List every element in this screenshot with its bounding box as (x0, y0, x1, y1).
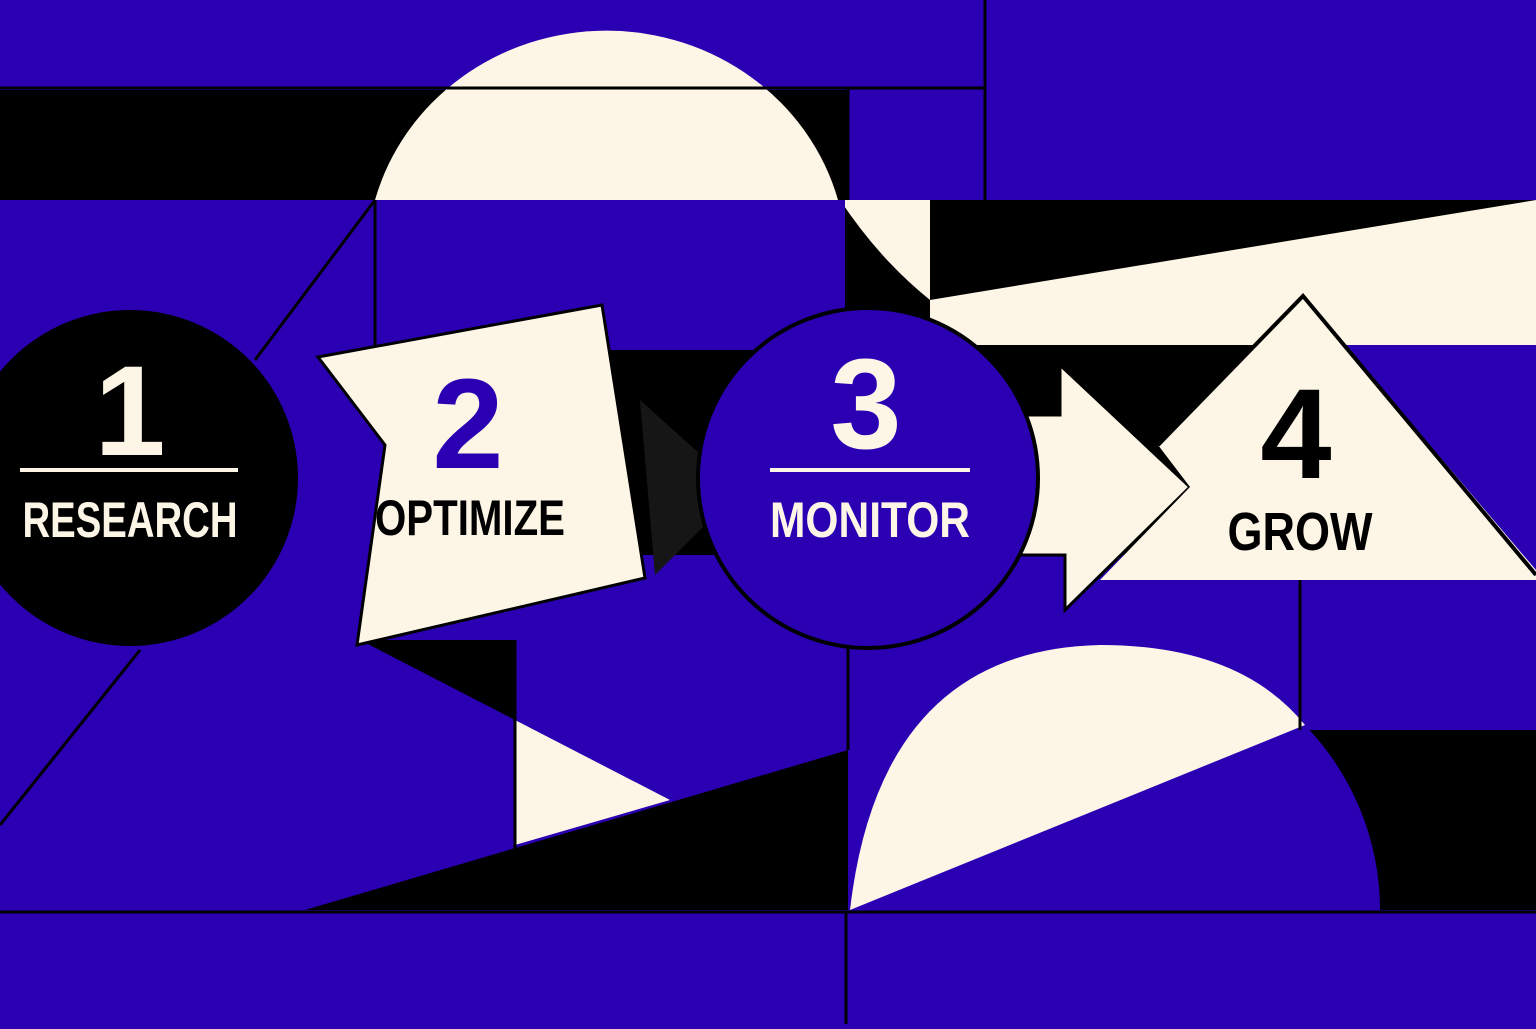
step-2: 2 OPTIMIZE (315, 303, 647, 647)
step-1-label: RESEARCH (23, 492, 238, 548)
step-2-number: 2 (432, 353, 503, 496)
step-3-number: 3 (830, 333, 901, 476)
step-3-circle (696, 306, 1040, 650)
step-4: 4 GROW (1100, 293, 1536, 580)
step-1: 1 RESEARCH (0, 310, 298, 646)
step-3-label: MONITOR (770, 492, 970, 548)
step-4-triangle-edge (1156, 293, 1536, 577)
bg-lower-right-blue-2 (1300, 580, 1536, 730)
step-4-label: GROW (1228, 502, 1373, 562)
bg-lower-black-wedge (360, 640, 515, 720)
step-1-number: 1 (94, 340, 165, 483)
bg-upper-dome (375, 30, 838, 201)
step-3: 3 MONITOR (696, 306, 1040, 650)
bg-upper-blue-panel (375, 200, 845, 350)
step-1-circle (0, 310, 298, 646)
step-1-divider (20, 468, 238, 472)
bg-right-light-stripe (930, 200, 1536, 345)
bg-lower-black-slope (305, 750, 848, 910)
bg-lower-blue-panel (0, 640, 515, 910)
step-2-label: OPTIMIZE (375, 490, 565, 546)
step-4-triangle-fill (1100, 296, 1536, 580)
arrow-2-to-3 (640, 400, 740, 575)
bg-bottom-band (0, 910, 1536, 1024)
step-3-divider (770, 468, 970, 472)
bg-dome-curve (840, 200, 930, 300)
arrow-3-to-4 (1018, 361, 1193, 614)
bg-lower-dome-light (850, 645, 1305, 910)
bg-lower-light-triangle (515, 720, 670, 845)
step-2-tag (315, 303, 647, 647)
step-4-number: 4 (1260, 363, 1331, 506)
